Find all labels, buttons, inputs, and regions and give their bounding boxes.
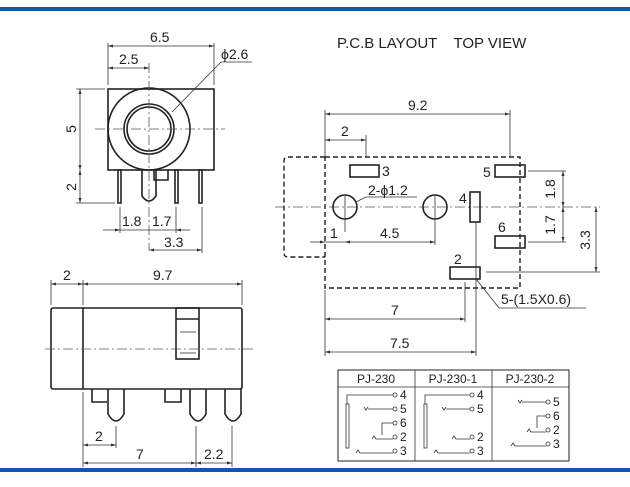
pin-number: 5 — [477, 402, 484, 416]
pin-number: 3 — [400, 444, 407, 458]
pin-label-6: 6 — [498, 219, 506, 235]
pin-number: 6 — [400, 416, 407, 430]
pin-label-5: 5 — [483, 164, 491, 180]
pin-number: 4 — [400, 388, 407, 402]
schematic-pj230 — [345, 392, 398, 454]
pin-number: 5 — [553, 395, 560, 409]
dim-height: 5 — [63, 125, 79, 133]
table-header-pj230: PJ-230 — [357, 372, 395, 386]
front-view: 6.5 2.5 ϕ2.6 5 2 1.8 1.7 3.3 — [63, 29, 252, 253]
schematic-pj230-1 — [423, 392, 475, 454]
dim-pin-spacing-3: 3.3 — [164, 234, 184, 250]
pcb-layout: 9.2 2 3 2-ϕ1.2 1 4.5 4 5 6 2 5-(1.5X0.6)… — [275, 97, 600, 356]
dim-front: 2 — [63, 267, 71, 283]
pin-number: 3 — [553, 437, 560, 451]
pin-number: 5 — [400, 402, 407, 416]
schematic-pj230-2 — [510, 399, 551, 447]
schematic-table: PJ-230 PJ-230-1 PJ-230-2 4 5 6 2 3 4 5 2… — [337, 369, 570, 462]
table-header-pj230-2: PJ-230-2 — [506, 372, 555, 386]
pin-number: 6 — [553, 409, 560, 423]
pad-4 — [469, 191, 481, 223]
dim-pin1: 2 — [95, 428, 103, 444]
dim-width: 6.5 — [150, 29, 170, 45]
pin-number: 3 — [477, 444, 484, 458]
dim-offset: 2.5 — [119, 51, 139, 67]
pin-number: 2 — [477, 430, 484, 444]
dim-3-3: 3.3 — [577, 230, 593, 250]
bottom-accent-bar — [0, 468, 630, 472]
dim-pin-last: 2.2 — [204, 446, 224, 462]
dim-7-5: 7.5 — [390, 335, 410, 351]
table-header-pj230-1: PJ-230-1 — [429, 372, 478, 386]
dim-pin-spacing-2: 1.7 — [152, 213, 172, 229]
dim-1-7: 1.7 — [542, 215, 558, 235]
pad-dimension-label: 5-(1.5X0.6) — [501, 291, 571, 307]
pad-6 — [494, 235, 526, 249]
pin-number: 2 — [553, 423, 560, 437]
dim-length: 9.7 — [153, 267, 173, 283]
pad-3 — [349, 164, 380, 178]
dim-pin-height: 2 — [63, 183, 79, 191]
top-accent-bar — [0, 7, 630, 11]
pcb-layout-title: P.C.B LAYOUT TOP VIEW — [337, 35, 527, 52]
dim-diameter: ϕ2.6 — [221, 46, 249, 62]
pin-number: 2 — [400, 430, 407, 444]
pin-label-4: 4 — [459, 190, 467, 206]
dim-pad3-offset: 2 — [341, 123, 349, 139]
dim-hole-spacing: 4.5 — [380, 225, 400, 241]
pad-2 — [449, 266, 481, 280]
hole-label: 2-ϕ1.2 — [368, 182, 408, 198]
pin-number: 4 — [477, 388, 484, 402]
side-view: 2 9.7 2 7 2.2 — [45, 267, 253, 467]
dim-pcb-width: 9.2 — [408, 97, 428, 113]
dim-1-8: 1.8 — [542, 179, 558, 199]
dim-pin-spacing-1: 1.8 — [122, 213, 142, 229]
pad-5 — [494, 164, 526, 178]
pin-label-3: 3 — [382, 163, 390, 179]
dim-pin-span: 7 — [136, 446, 144, 462]
pin-label-2: 2 — [454, 251, 462, 267]
dim-hole-offset-1: 1 — [330, 225, 338, 241]
dim-7: 7 — [391, 302, 399, 318]
